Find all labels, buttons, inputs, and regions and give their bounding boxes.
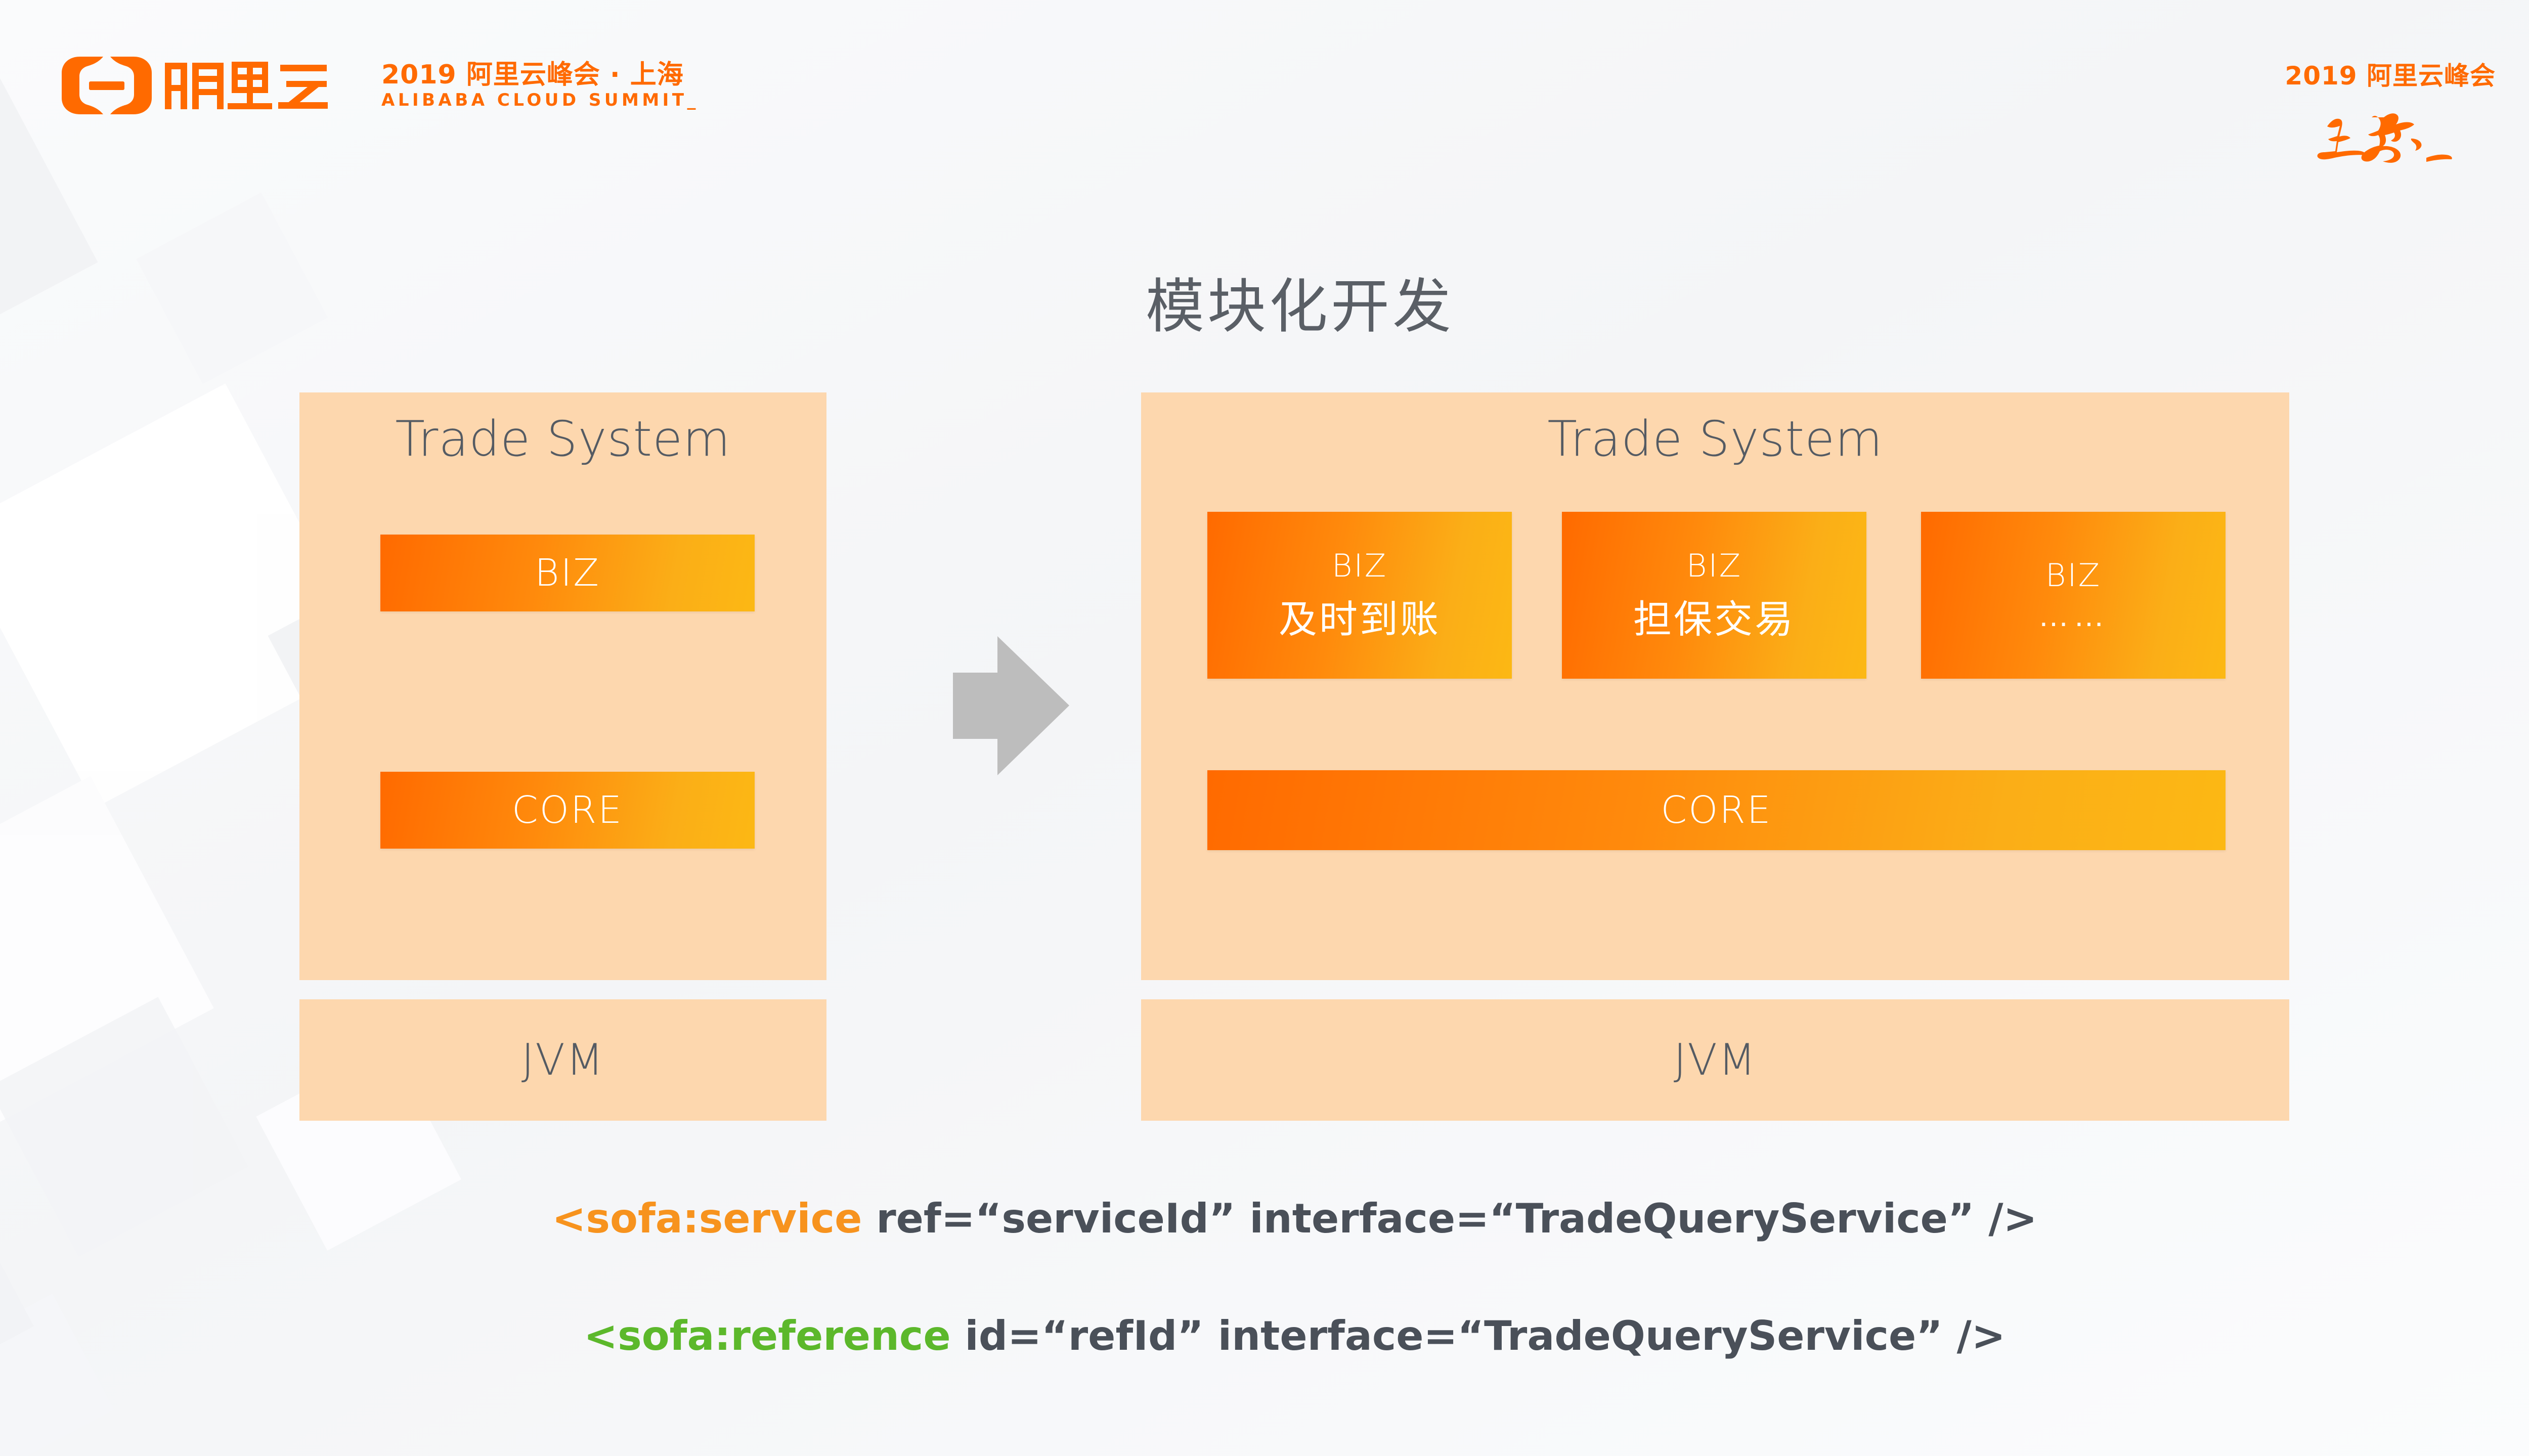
summit-title-cn: 2019 阿里云峰会 · 上海: [381, 59, 684, 90]
shanghai-calligraphy-icon: [2285, 105, 2496, 171]
brand-divider: [350, 60, 352, 111]
code-snippet: <sofa:service ref=“serviceId” interface=…: [0, 1199, 2529, 1356]
left-trade-system-panel: Trade System: [299, 392, 826, 980]
right-biz-2-label: BIZ: [1686, 547, 1742, 584]
code-rest-service: ref=“serviceId” interface=“TradeQuerySer…: [862, 1195, 2037, 1242]
aliyun-wordmark-icon: [165, 62, 328, 109]
code-rest-reference: id=“refId” interface=“TradeQueryService”…: [950, 1312, 2005, 1359]
right-biz-block-1: BIZ 及时到账: [1207, 512, 1512, 679]
right-biz-block-3: BIZ ……: [1921, 512, 2226, 679]
left-jvm-bar: JVM: [299, 999, 826, 1121]
left-biz-block: BIZ: [380, 535, 755, 611]
left-biz-label: BIZ: [535, 551, 600, 595]
left-core-label: CORE: [511, 788, 624, 832]
left-jvm-label: JVM: [521, 1035, 605, 1085]
summit-title-block: 2019 阿里云峰会 · 上海 ALIBABA CLOUD SUMMIT_: [372, 61, 699, 110]
right-biz-block-2: BIZ 担保交易: [1562, 512, 1866, 679]
corner-brand: 2019 阿里云峰会: [2285, 56, 2496, 171]
right-biz-1-label: BIZ: [1331, 547, 1388, 584]
code-tag-reference: <sofa:reference: [584, 1312, 951, 1359]
summit-title-en: ALIBABA CLOUD SUMMIT_: [381, 90, 700, 111]
page-title: 模块化开发: [1146, 273, 1454, 341]
aliyun-logo: [60, 55, 330, 116]
right-panel-title: Trade System: [1547, 411, 1883, 467]
slide-header: 2019 阿里云峰会 · 上海 ALIBABA CLOUD SUMMIT_ 20…: [0, 0, 2529, 217]
right-arrow-icon: [953, 636, 1069, 775]
corner-title-cn: 2019 阿里云峰会: [2285, 61, 2496, 91]
right-jvm-bar: JVM: [1141, 999, 2289, 1121]
right-core-label: CORE: [1661, 788, 1772, 832]
left-core-block: CORE: [380, 772, 755, 849]
code-tag-service: <sofa:service: [552, 1195, 862, 1242]
right-biz-1-sublabel: 及时到账: [1279, 596, 1441, 642]
right-biz-2-sublabel: 担保交易: [1633, 596, 1795, 642]
left-panel-title: Trade System: [395, 411, 731, 467]
right-biz-3-label: BIZ: [2045, 557, 2102, 594]
code-line-service: <sofa:service ref=“serviceId” interface=…: [0, 1199, 2529, 1239]
right-biz-3-sublabel: ……: [2038, 598, 2109, 633]
aliyun-bracket-icon: [62, 57, 152, 114]
right-core-block: CORE: [1207, 770, 2226, 850]
brand-lockup: 2019 阿里云峰会 · 上海 ALIBABA CLOUD SUMMIT_: [60, 55, 699, 116]
right-jvm-label: JVM: [1673, 1035, 1757, 1085]
code-line-reference: <sofa:reference id=“refId” interface=“Tr…: [0, 1316, 2529, 1356]
right-trade-system-panel: Trade System: [1141, 392, 2289, 980]
